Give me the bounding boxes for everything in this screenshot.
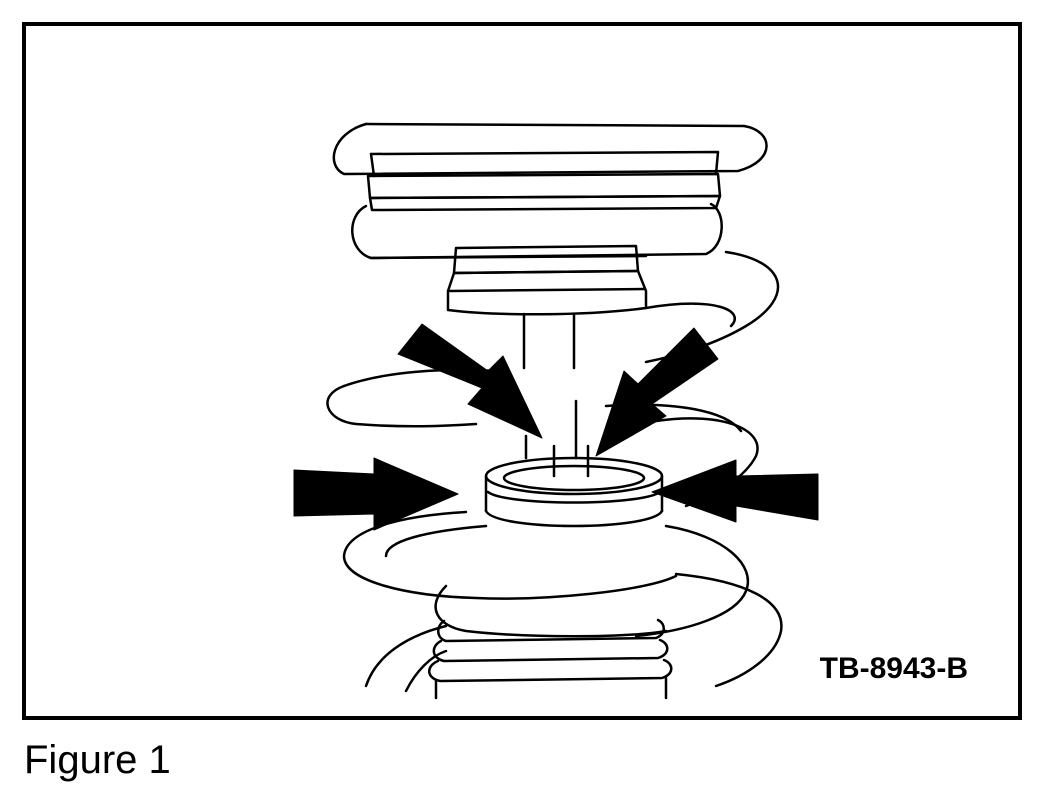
strut-spring-illustration (293, 122, 819, 700)
arrow-right-icon (651, 459, 819, 523)
arrow-left-icon (293, 457, 459, 531)
diagram-id-label: TB-8943-B (819, 652, 968, 685)
spring-coil-lower (342, 510, 783, 693)
jounce-bumper-ring (484, 456, 664, 528)
figure-frame: TB-8943-B (22, 22, 1022, 720)
upper-spring-seat (332, 122, 768, 212)
piston-rod (522, 312, 590, 478)
arrow-upper-right-icon (595, 327, 719, 457)
dust-boot (428, 618, 673, 700)
spring-insulator (351, 202, 723, 316)
arrow-upper-left-icon (397, 323, 543, 439)
figure-caption: Figure 1 (24, 738, 171, 782)
